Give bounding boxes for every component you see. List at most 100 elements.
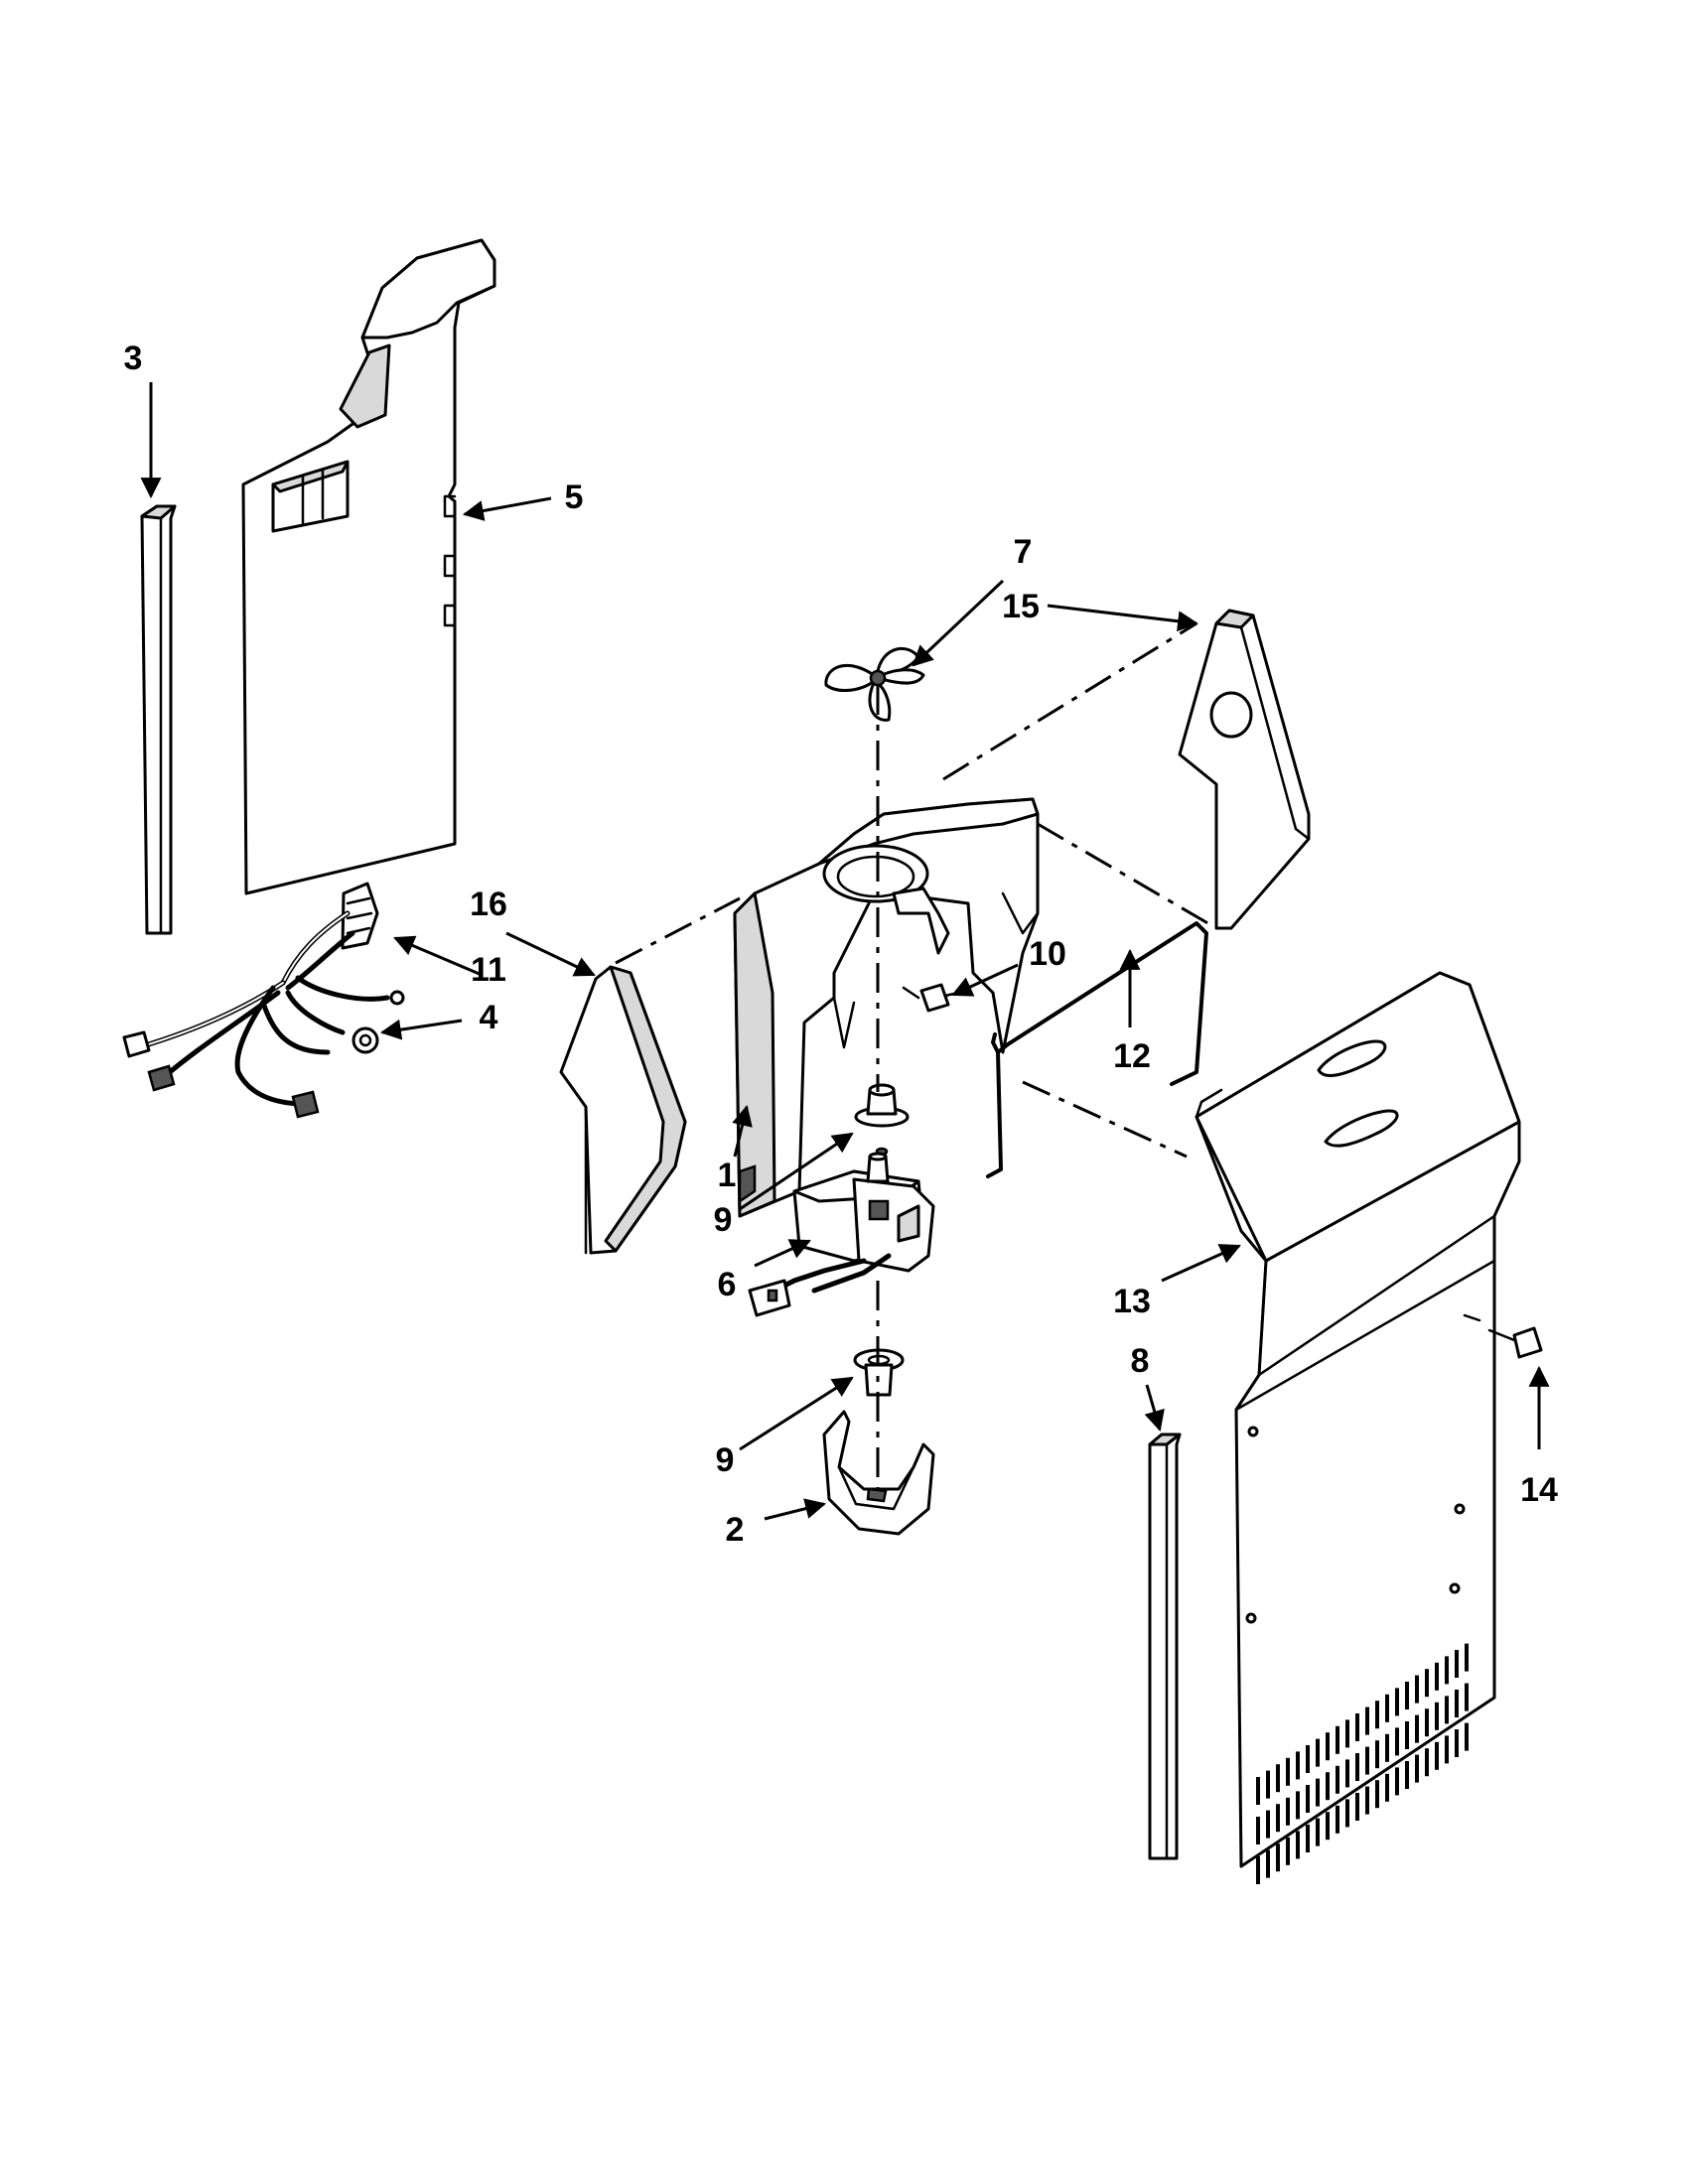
vent-slot — [1296, 1831, 1300, 1859]
vent-slot — [1256, 1856, 1260, 1884]
vent-slot — [1365, 1706, 1369, 1735]
callout-9-upper: 9 — [714, 1201, 733, 1239]
vent-slot — [1435, 1702, 1439, 1730]
part-2-motor-bracket — [822, 1410, 935, 1536]
part-5-air-tower-panel — [241, 238, 496, 895]
vent-slot — [1286, 1757, 1290, 1786]
vent-slot — [1375, 1740, 1379, 1769]
callout-14: 14 — [1520, 1471, 1558, 1509]
callout-16: 16 — [470, 886, 507, 923]
callout-leaders — [140, 382, 1550, 1521]
vent-slot — [1316, 1818, 1320, 1846]
vent-slot — [1355, 1713, 1359, 1741]
vent-slot — [1405, 1682, 1409, 1709]
vent-slot — [1276, 1843, 1280, 1872]
vent-slot — [1425, 1708, 1429, 1737]
vent-slot — [1375, 1701, 1379, 1729]
part-7-fan-blade — [824, 647, 925, 722]
callout-13: 13 — [1113, 1283, 1151, 1320]
vent-slot — [1306, 1825, 1310, 1852]
vent-slot — [1316, 1738, 1320, 1767]
part-15-insulation-block — [1178, 609, 1311, 930]
vent-slot — [1375, 1780, 1379, 1809]
vent-slot — [1425, 1669, 1429, 1698]
vent-slot — [1465, 1683, 1469, 1711]
alignment-lines — [615, 621, 1217, 1489]
callout-1: 1 — [718, 1157, 737, 1194]
part-13-vents — [1256, 1643, 1469, 1884]
vent-slot — [1465, 1722, 1469, 1751]
vent-slot — [1385, 1773, 1389, 1802]
vent-slot — [1316, 1778, 1320, 1807]
vent-slot — [1296, 1751, 1300, 1780]
part-8-gasket-strip — [1148, 1433, 1182, 1860]
part-11-wiring-harness — [122, 882, 405, 1119]
part-12-wire-bracket — [986, 921, 1208, 1178]
vent-slot — [1385, 1733, 1389, 1762]
vent-slot — [1445, 1735, 1449, 1764]
vent-slot — [1445, 1656, 1449, 1685]
part-9-grommet-upper — [854, 1083, 910, 1157]
vent-slot — [1345, 1799, 1349, 1828]
vent-slot — [1405, 1761, 1409, 1789]
callout-12: 12 — [1113, 1037, 1151, 1075]
vent-slot — [1455, 1729, 1459, 1757]
vent-slot — [1355, 1753, 1359, 1781]
vent-slot — [1286, 1797, 1290, 1826]
vent-slot — [1415, 1675, 1419, 1704]
vent-slot — [1286, 1837, 1290, 1865]
vent-slot — [1385, 1694, 1389, 1722]
callout-5: 5 — [565, 478, 584, 516]
vent-slot — [1395, 1727, 1399, 1756]
callout-labels: 3 5 11 4 7 15 16 10 12 1 9 6 9 2 13 8 14 — [124, 340, 1558, 1549]
callout-9-lower: 9 — [716, 1441, 735, 1479]
vent-slot — [1326, 1812, 1330, 1841]
vent-slot — [1415, 1754, 1419, 1783]
vent-slot — [1326, 1772, 1330, 1801]
vent-slot — [1435, 1741, 1439, 1770]
part-14-screw — [1463, 1313, 1543, 1359]
vent-slot — [1365, 1786, 1369, 1815]
callout-6: 6 — [718, 1266, 737, 1303]
vent-slot — [1306, 1785, 1310, 1813]
vent-slot — [1395, 1767, 1399, 1796]
vent-slot — [1266, 1810, 1270, 1839]
part-6-fan-motor — [748, 1152, 935, 1317]
vent-slot — [1266, 1849, 1270, 1878]
callout-15: 15 — [1002, 588, 1040, 625]
vent-slot — [1336, 1725, 1339, 1754]
vent-slot — [1435, 1662, 1439, 1691]
part-16-insulation-block — [559, 965, 687, 1255]
vent-slot — [1345, 1719, 1349, 1748]
vent-slot — [1276, 1764, 1280, 1793]
callout-7: 7 — [1014, 533, 1033, 571]
vent-slot — [1455, 1650, 1459, 1678]
part-1-fan-housing — [733, 797, 1040, 1218]
vent-slot — [1405, 1721, 1409, 1749]
vent-slot — [1425, 1748, 1429, 1777]
callout-11: 11 — [471, 951, 506, 989]
vent-slot — [1256, 1777, 1260, 1805]
vent-slot — [1336, 1765, 1339, 1794]
vent-slot — [1415, 1714, 1419, 1743]
vent-slot — [1395, 1688, 1399, 1716]
vent-slot — [1445, 1696, 1449, 1724]
part-13-rear-panel — [1195, 971, 1521, 1868]
vent-slot — [1266, 1770, 1270, 1799]
vent-slot — [1276, 1804, 1280, 1833]
vent-slot — [1336, 1805, 1339, 1834]
vent-slot — [1345, 1759, 1349, 1788]
vent-slot — [1455, 1690, 1459, 1717]
callout-3: 3 — [124, 340, 143, 377]
callout-10: 10 — [1029, 935, 1066, 973]
vent-slot — [1365, 1746, 1369, 1775]
vent-slot — [1355, 1793, 1359, 1821]
vent-slot — [1296, 1791, 1300, 1820]
vent-slot — [1306, 1745, 1310, 1773]
vent-slot — [1326, 1732, 1330, 1761]
callout-4: 4 — [480, 999, 498, 1036]
part-3-gasket-strip — [140, 504, 177, 935]
callout-8: 8 — [1131, 1342, 1150, 1380]
callout-2: 2 — [726, 1511, 745, 1549]
